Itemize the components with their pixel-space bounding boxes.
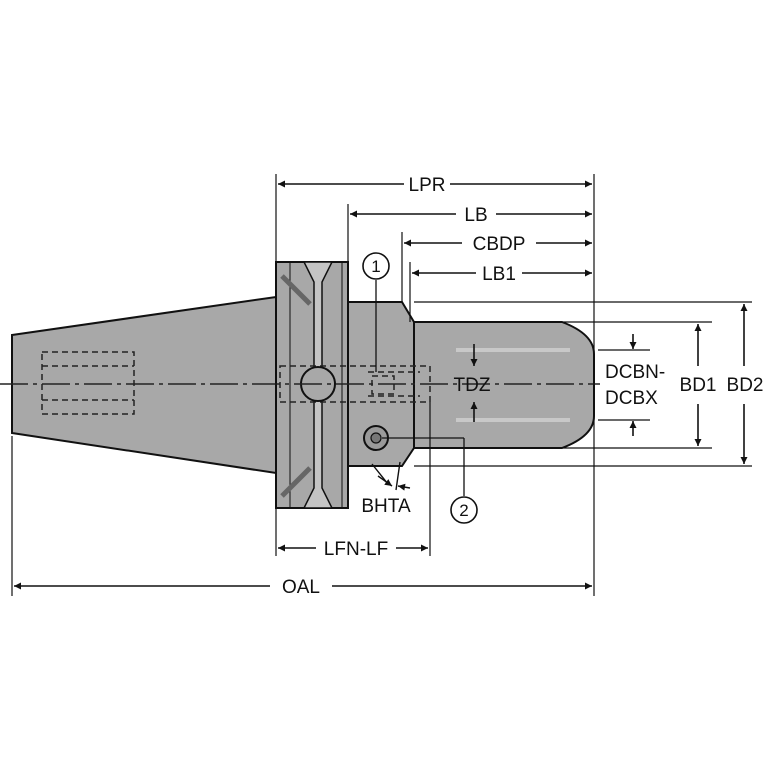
set-screw bbox=[363, 425, 389, 451]
taper-shank bbox=[11, 295, 277, 475]
bd2-label: BD2 bbox=[727, 375, 764, 396]
holder-nose bbox=[413, 321, 595, 449]
bd1-label: BD1 bbox=[680, 375, 717, 396]
callout-1-number: 1 bbox=[371, 257, 380, 276]
lb-label: LB bbox=[464, 205, 487, 226]
tdz-label: TDZ bbox=[454, 375, 491, 396]
cbdp-label: CBDP bbox=[473, 234, 526, 255]
dcbn-label: DCBN- bbox=[605, 362, 665, 383]
oal-label: OAL bbox=[282, 577, 320, 598]
callout-2-circle bbox=[450, 496, 478, 524]
extension-lines bbox=[11, 174, 752, 596]
bhta-label: BHTA bbox=[361, 496, 411, 517]
bhta-angle bbox=[371, 461, 411, 491]
lpr-label: LPR bbox=[409, 175, 446, 196]
dimension-lines bbox=[14, 180, 748, 590]
dcbx-label: DCBX bbox=[605, 388, 658, 409]
lfn-lf-label: LFN-LF bbox=[324, 539, 388, 560]
callout-2-number: 2 bbox=[459, 501, 468, 520]
lb1-label: LB1 bbox=[482, 264, 516, 285]
callout-1-circle bbox=[362, 252, 390, 280]
